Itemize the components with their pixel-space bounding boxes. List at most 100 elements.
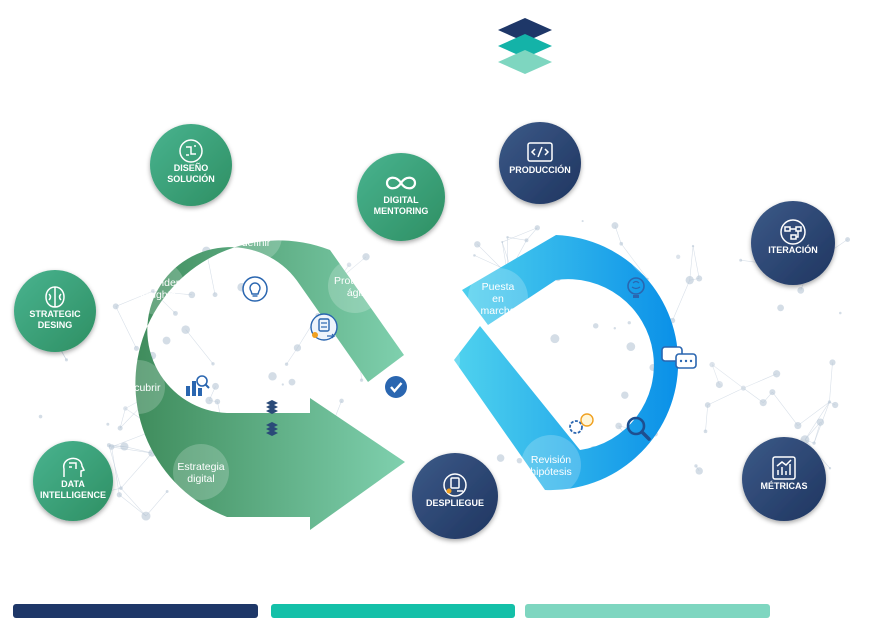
network-link [120, 452, 153, 489]
network-node [120, 442, 129, 451]
network-node [703, 429, 708, 434]
hub-circle [33, 441, 113, 521]
brain-icon [45, 286, 65, 308]
step-label: Descubrir [116, 382, 161, 394]
hub-circle [751, 201, 835, 285]
network-node [141, 511, 151, 521]
network-node [832, 401, 839, 409]
step-exploracion: Exploración [629, 447, 687, 505]
network-node [293, 344, 302, 352]
step-bubble [404, 332, 460, 388]
network-node [116, 492, 122, 498]
hub-label: PRODUCCIÓN [509, 164, 571, 175]
flow-diagram-icon [780, 219, 806, 245]
step-bubble [173, 444, 229, 500]
hub-metricas: MÉTRICAS [742, 437, 826, 521]
hub-label: MÉTRICAS [761, 481, 808, 491]
hub-circle [357, 153, 445, 241]
step-label: Puesta [482, 281, 515, 293]
infinity-loop-icon [385, 176, 417, 190]
network-link [672, 280, 691, 321]
network-node [845, 237, 851, 243]
network-link [119, 494, 147, 517]
step-bubble [521, 435, 581, 495]
network-node [759, 399, 767, 407]
network-node [627, 321, 631, 325]
network-node [676, 254, 681, 259]
network-link [108, 445, 122, 489]
hub-label: ITERACIÓN [768, 244, 818, 255]
network-node [619, 241, 624, 246]
network-node [696, 275, 703, 282]
network-node [106, 443, 111, 448]
head-brain-icon [63, 457, 86, 477]
hub-iteracion: ITERACIÓN [751, 201, 835, 285]
hub-label: MENTORING [374, 206, 429, 216]
lightbulb-icon [242, 276, 268, 302]
code-icon [527, 142, 553, 162]
network-node [839, 311, 842, 315]
circuit-brain-icon [179, 139, 203, 163]
hub-label: DESING [38, 320, 73, 330]
step-label: Testeo [417, 355, 448, 367]
step-testeo: Testeo [404, 332, 460, 388]
hub-despliegue: DESPLIEGUE [412, 453, 498, 539]
network-node [615, 422, 622, 430]
layers-logo-icon [498, 18, 552, 74]
network-link [621, 243, 648, 280]
network-link [705, 404, 709, 432]
network-node [473, 254, 476, 257]
network-node [769, 389, 776, 396]
green-loop [135, 240, 405, 530]
network-link [124, 446, 153, 454]
step-label: Estrategia [177, 461, 224, 473]
network-link [797, 401, 830, 426]
step-label: en [492, 293, 504, 305]
network-node [516, 457, 523, 464]
hub-produccion: PRODUCCIÓN [499, 122, 581, 204]
network-node [685, 276, 694, 285]
network-node [188, 291, 196, 299]
step-bubble [230, 210, 282, 262]
step-descubrir: Descubrir [111, 360, 165, 414]
network-node [119, 486, 123, 490]
network-node [691, 244, 695, 248]
step-bubble [629, 447, 687, 505]
deploy-gear-icon [443, 473, 467, 497]
network-node [496, 454, 505, 462]
hub-label: INTELLIGENCE [40, 490, 106, 500]
network-node [715, 380, 723, 389]
network-node [812, 441, 816, 445]
network-node [212, 292, 218, 298]
network-node [794, 422, 802, 430]
hub-label: DIGITAL [383, 195, 419, 205]
network-node [739, 258, 743, 262]
network-node [611, 222, 619, 230]
checkmark-icon [385, 376, 407, 398]
step-label: Feedback [715, 357, 762, 369]
stack-icon [266, 422, 278, 436]
network-node [64, 358, 68, 362]
network-node [613, 327, 616, 330]
network-node [581, 220, 584, 223]
network-node [829, 359, 836, 366]
step-label: ágil [347, 287, 363, 299]
step-bubble [131, 261, 185, 315]
network-node [524, 238, 529, 243]
server-gear-icon [310, 313, 338, 341]
network-node [214, 398, 221, 405]
blue-loop [454, 235, 679, 491]
network-node [112, 303, 119, 310]
gear-bulb-icon [569, 413, 594, 434]
network-node [205, 396, 213, 405]
step-label: Idear y [240, 225, 273, 237]
network-node [534, 225, 540, 231]
network-node [626, 342, 636, 351]
bar-chart-icon [772, 456, 796, 480]
